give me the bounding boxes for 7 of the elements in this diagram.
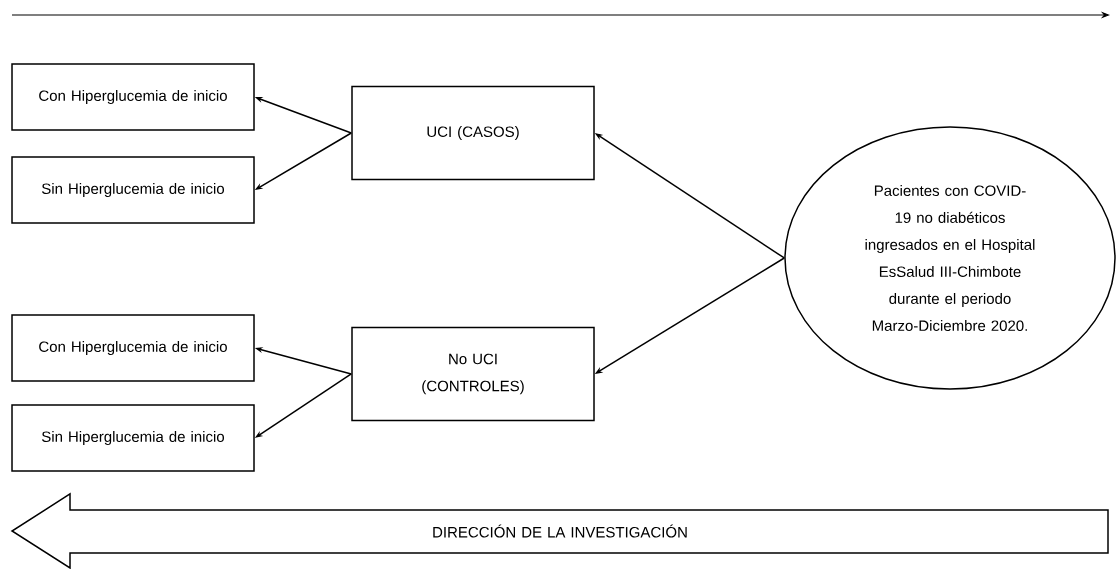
process-box: Con Hiperglucemia de inicio [11,63,255,131]
direction-arrow-band: DIRECCIÓN DE LA INVESTIGACIÓN [10,492,1109,569]
process-box: Sin Hiperglucemia de inicio [11,404,255,472]
process-box: No UCI (CONTROLES) [351,326,595,422]
process-box: Sin Hiperglucemia de inicio [11,156,255,224]
process-box: Con Hiperglucemia de inicio [11,314,255,382]
process-box: UCI (CASOS) [351,85,595,181]
